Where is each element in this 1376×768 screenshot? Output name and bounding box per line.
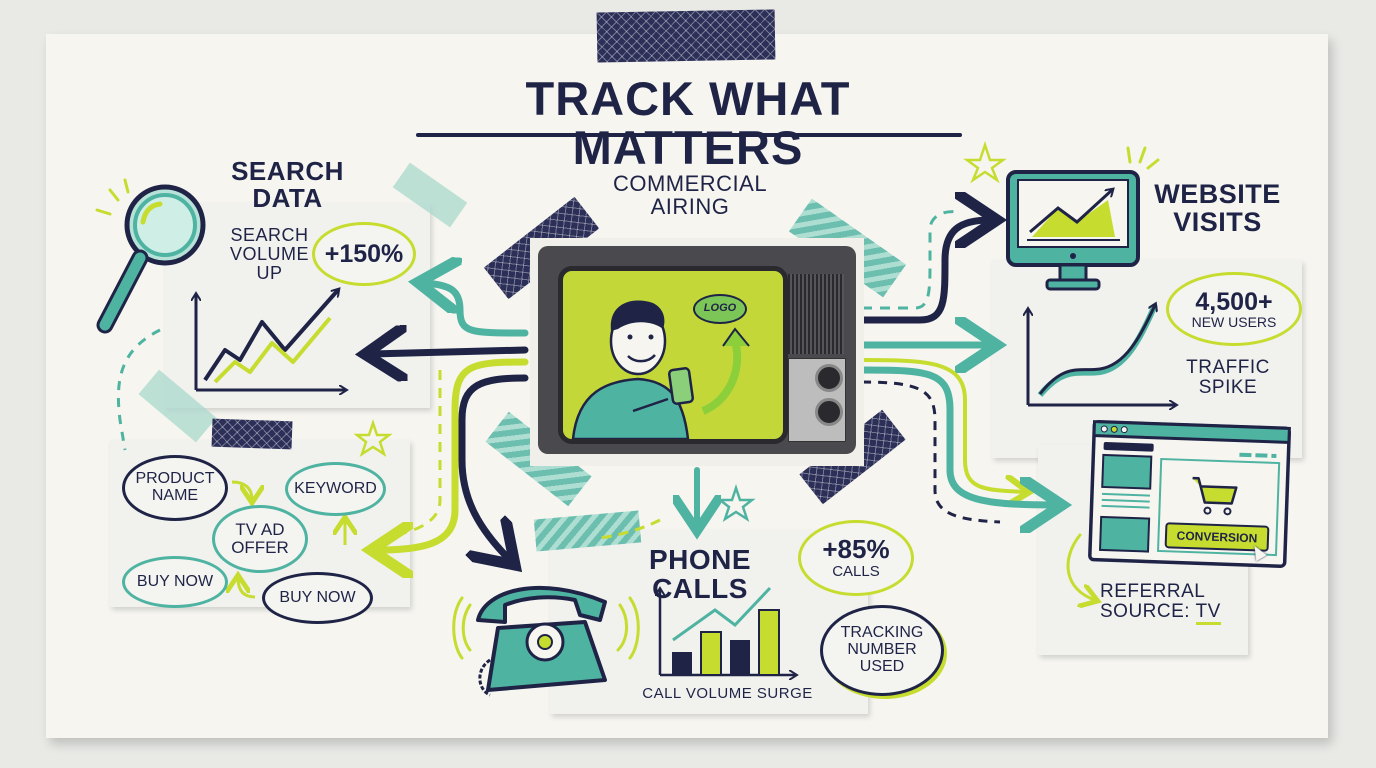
- bubble-text: NAME: [151, 487, 199, 504]
- page-title: TRACK WHAT MATTERS: [525, 72, 851, 175]
- tracking-line1: TRACKING: [840, 624, 924, 642]
- tracking-line3: USED: [859, 657, 905, 675]
- referral-prefix: SOURCE:: [1100, 600, 1196, 622]
- bubble-text: TV AD: [235, 520, 285, 540]
- traffic-spike-caption: TRAFFIC SPIKE: [1178, 358, 1278, 398]
- search-label-line3: UP: [256, 262, 283, 283]
- phone-calls-heading: PHONE CALLS: [648, 544, 752, 605]
- tv-logo-text: LOGO: [703, 302, 737, 315]
- tv-set: LOGO: [530, 238, 864, 466]
- bubble-keyword: KEYWORD: [285, 462, 386, 516]
- search-volume-label: SEARCH VOLUME UP: [222, 226, 317, 283]
- search-stat-value: +150%: [324, 239, 404, 268]
- search-label-line2: VOLUME: [229, 243, 310, 264]
- calls-stat-label: CALLS: [832, 562, 880, 580]
- website-heading-line1: WEBSITE: [1154, 179, 1281, 209]
- bubble-text: PRODUCT: [135, 470, 215, 488]
- title-underline: [416, 133, 962, 137]
- referral-value: TV: [1195, 600, 1221, 625]
- commercial-heading-line2: AIRING: [650, 194, 730, 220]
- commercial-heading-line1: COMMERCIAL: [612, 171, 768, 196]
- monitor-icon: [1006, 146, 1160, 291]
- search-data-heading: SEARCH DATA: [231, 156, 344, 214]
- website-heading-line2: VISITS: [1173, 207, 1262, 238]
- rotary-phone-icon: [452, 585, 640, 697]
- magnifying-glass-icon: [95, 178, 206, 334]
- bubble-buy-now-right: BUY NOW: [262, 572, 373, 624]
- tv-screen: LOGO: [558, 266, 788, 444]
- new-users-badge: 4,500+ NEW USERS: [1166, 272, 1302, 346]
- tv-speaker-grille: [788, 274, 844, 354]
- presenter-illustration: [571, 300, 750, 439]
- new-users-label: NEW USERS: [1191, 313, 1277, 330]
- call-volume-caption: CALL VOLUME SURGE: [642, 685, 813, 702]
- tv-knob-top[interactable]: [815, 364, 843, 392]
- tracking-number-bubble: TRACKING NUMBER USED: [820, 605, 944, 696]
- search-label-line1: SEARCH: [230, 225, 309, 245]
- referral-line1: REFERRAL: [1100, 581, 1206, 602]
- calls-stat-badge: +85% CALLS: [798, 520, 914, 596]
- bubble-buy-now-left: BUY NOW: [122, 556, 228, 608]
- commercial-airing-heading: COMMERCIAL AIRING: [590, 172, 790, 218]
- tv-knob-bottom[interactable]: [815, 398, 843, 426]
- search-stat-badge: +150%: [312, 222, 416, 286]
- traffic-caption-line1: TRAFFIC: [1186, 357, 1270, 378]
- tv-logo-badge: LOGO: [693, 294, 747, 324]
- bubble-text: OFFER: [231, 538, 289, 557]
- conversion-label: CONVERSION: [1176, 528, 1258, 546]
- bubble-text: KEYWORD: [294, 479, 377, 497]
- new-users-value: 4,500+: [1195, 287, 1273, 316]
- tracking-line2: NUMBER: [847, 641, 917, 659]
- referral-source-caption: REFERRAL SOURCE: TV: [1100, 581, 1230, 625]
- traffic-caption-line2: SPIKE: [1198, 376, 1258, 398]
- bubble-text: BUY NOW: [279, 588, 356, 606]
- calls-stat-value: +85%: [822, 534, 890, 565]
- website-visits-heading: WEBSITE VISITS: [1150, 180, 1285, 237]
- bubble-text: BUY NOW: [136, 572, 214, 590]
